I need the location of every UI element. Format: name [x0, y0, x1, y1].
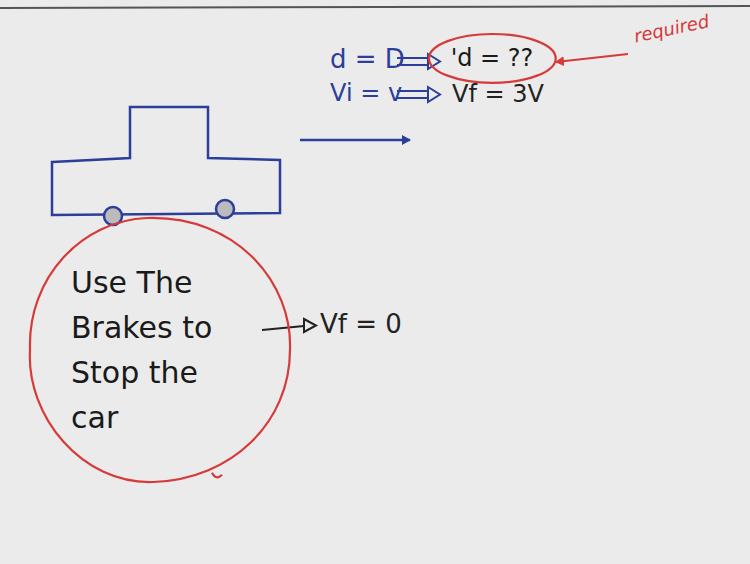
required-ellipse: 'd = ?? [427, 32, 558, 85]
leader-arrow [556, 54, 628, 62]
node-text: Use The Brakes to Stop the car [71, 260, 249, 440]
motion-arrow [300, 139, 410, 142]
node-text: 'd = ?? [451, 44, 534, 73]
car-wheel [216, 200, 234, 218]
double-arrow [397, 87, 440, 102]
given-velocity: Vi = v [330, 79, 402, 108]
given-distance: d = D [330, 44, 405, 75]
node-outline [28, 216, 292, 484]
required-note: required [632, 10, 711, 47]
stop-velocity: Vf = 0 [320, 309, 402, 340]
node-outline-path [30, 218, 290, 482]
car-body [52, 107, 280, 215]
paper-edge [0, 6, 750, 8]
node-outline-path [429, 34, 556, 83]
final-velocity: Vf = 3V [452, 80, 544, 109]
brakes-loop: Use The Brakes to Stop the car [28, 216, 292, 484]
